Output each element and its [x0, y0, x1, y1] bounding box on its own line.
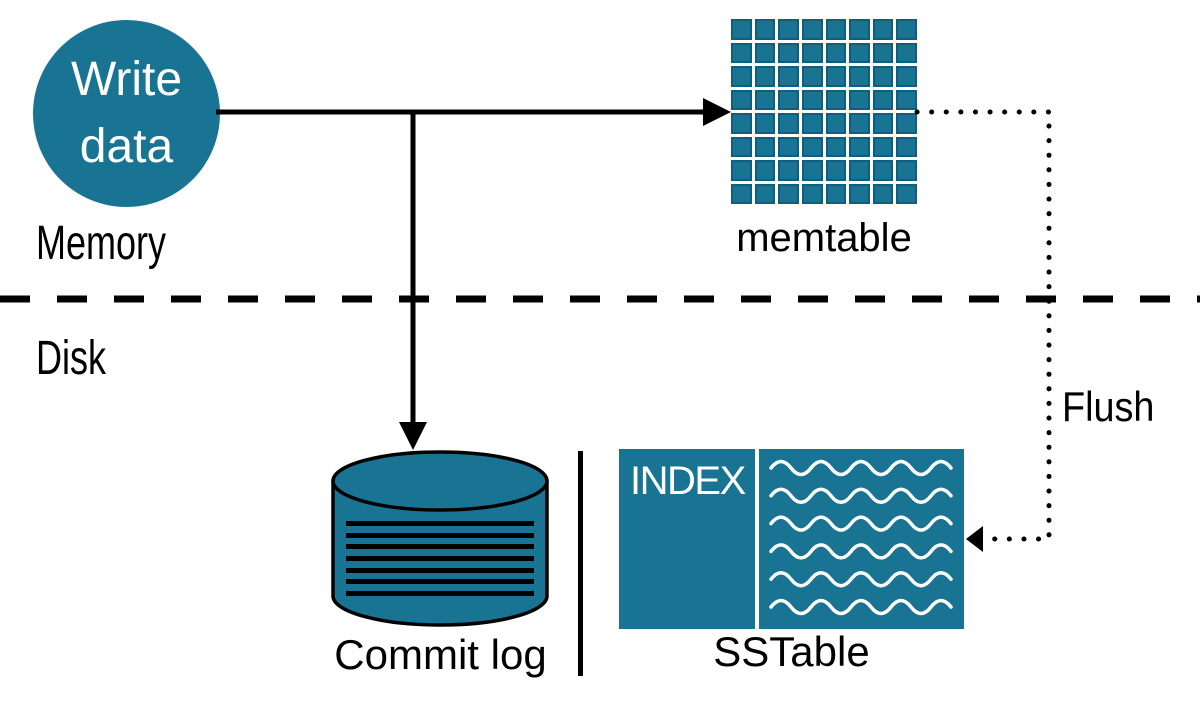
memtable-cell: [754, 113, 776, 134]
memtable-cell: [778, 183, 799, 204]
memtable-cell: [872, 183, 894, 204]
memtable-cell: [731, 19, 752, 40]
memtable-cell: [731, 66, 752, 87]
memtable-cell: [825, 183, 847, 204]
commit-log-label: Commit log: [334, 631, 547, 678]
memtable-cell: [849, 66, 870, 87]
sstable-data-section: [759, 449, 964, 629]
arrow-right-icon: [703, 98, 731, 126]
memtable-cell: [801, 113, 823, 134]
memtable-cell: [872, 160, 894, 181]
memtable-cell: [872, 19, 894, 40]
memtable-cell: [731, 136, 752, 157]
memtable-cell: [754, 89, 776, 110]
memtable-cell: [778, 42, 799, 63]
memtable-label: memtable: [736, 216, 912, 260]
sstable-node: INDEX: [619, 449, 964, 629]
memtable-cell: [825, 136, 847, 157]
memtable-cell: [849, 42, 870, 63]
memtable-cell: [872, 42, 894, 63]
commit-log-stripe: [346, 567, 534, 573]
memtable-cell: [872, 89, 894, 110]
disk-region-label: Disk: [36, 332, 106, 385]
memtable-cell: [896, 19, 917, 40]
memtable-cell: [778, 19, 799, 40]
memtable-cell: [849, 19, 870, 40]
memtable-cell: [778, 160, 799, 181]
commit-log-cylinder-top: [331, 450, 549, 512]
write-data-node: Write data: [33, 20, 220, 207]
memtable-cell: [754, 19, 776, 40]
memtable-cell: [849, 183, 870, 204]
memtable-cell: [825, 160, 847, 181]
memtable-cell: [778, 66, 799, 87]
arrow-down-icon: [399, 422, 427, 450]
flush-edge-label: Flush: [1062, 383, 1155, 430]
memtable-cell: [754, 42, 776, 63]
memtable-cell: [896, 66, 917, 87]
memtable-cell: [731, 160, 752, 181]
memtable-cell: [754, 136, 776, 157]
commit-log-stripe: [346, 555, 534, 561]
memtable-grid: [731, 19, 917, 204]
memtable-cell: [825, 42, 847, 63]
memtable-cell: [825, 89, 847, 110]
memtable-cell: [849, 113, 870, 134]
memtable-cell: [801, 66, 823, 87]
memtable-cell: [754, 183, 776, 204]
memory-region-label: Memory: [36, 217, 167, 270]
sstable-label: SSTable: [713, 628, 870, 675]
memtable-cell: [731, 183, 752, 204]
memtable-cell: [825, 66, 847, 87]
memtable-cell: [825, 113, 847, 134]
memtable-cell: [849, 160, 870, 181]
memtable-cell: [778, 113, 799, 134]
memtable-cell: [896, 183, 917, 204]
memtable-cell: [801, 136, 823, 157]
memtable-cell: [896, 113, 917, 134]
commit-log-stripe: [346, 521, 534, 526]
memtable-cell: [801, 183, 823, 204]
sstable-index-label: INDEX: [630, 459, 746, 503]
memtable-cell: [731, 113, 752, 134]
memtable-cell: [778, 136, 799, 157]
commit-log-stripe: [346, 590, 534, 596]
memtable-cell: [849, 136, 870, 157]
memtable-cell: [896, 89, 917, 110]
memtable-cell: [801, 160, 823, 181]
arrow-left-icon: [966, 526, 983, 552]
separator-bar: [578, 451, 583, 676]
write-data-label: Write data: [70, 53, 183, 173]
memtable-cell: [896, 42, 917, 63]
memtable-cell: [872, 66, 894, 87]
memtable-cell: [872, 136, 894, 157]
memtable-cell: [801, 42, 823, 63]
memtable-cell: [825, 19, 847, 40]
commit-log-stripe: [346, 579, 534, 585]
commit-log-stripes: [346, 521, 534, 596]
memtable-cell: [896, 160, 917, 181]
memtable-cell: [896, 136, 917, 157]
memtable-cell: [849, 89, 870, 110]
memtable-cell: [754, 66, 776, 87]
memtable-cell: [778, 89, 799, 110]
memtable-cell: [754, 160, 776, 181]
memtable-cell: [801, 19, 823, 40]
commit-log-stripe: [346, 532, 534, 538]
commit-log-stripe: [346, 544, 534, 550]
memtable-cell: [731, 42, 752, 63]
sstable-index-section: INDEX: [619, 449, 755, 629]
memtable-cell: [872, 113, 894, 134]
memtable-cell: [731, 89, 752, 110]
memtable-cell: [801, 89, 823, 110]
